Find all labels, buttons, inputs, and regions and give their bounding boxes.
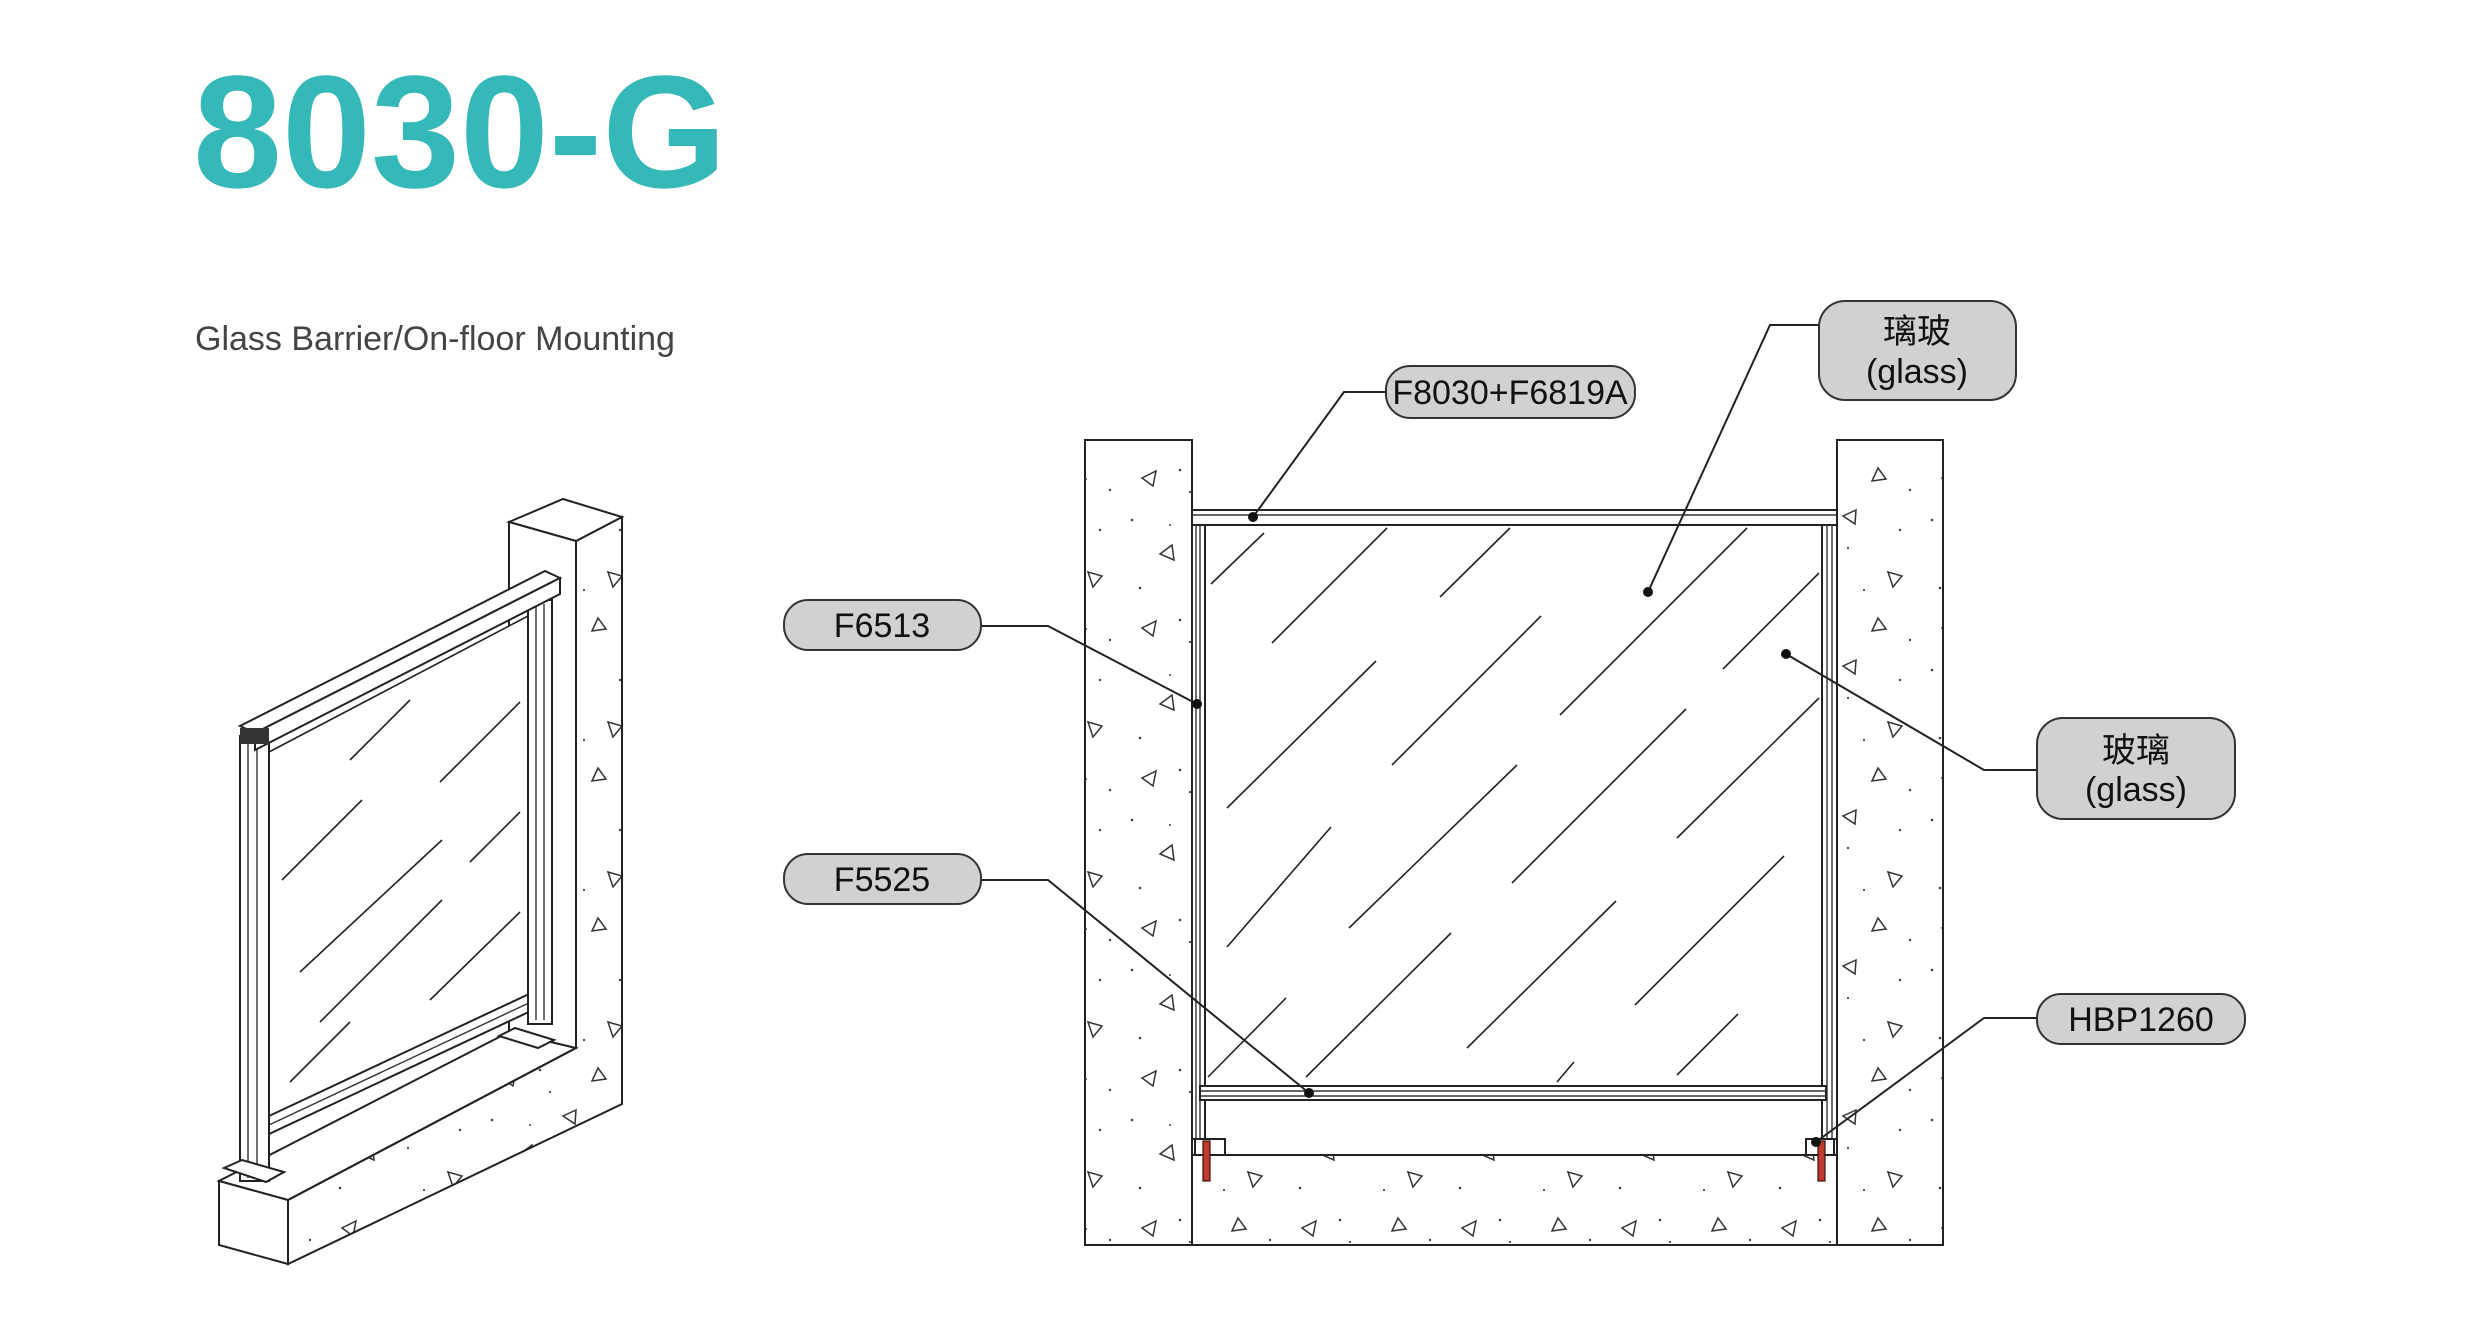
elevation-view: [1084, 439, 1944, 1246]
label-bracket: HBP1260: [2068, 1001, 2214, 1039]
leader-dot: [1192, 699, 1202, 709]
label-glass-right-line2: (glass): [2085, 771, 2187, 809]
leader-dot: [1248, 512, 1258, 522]
product-title: 8030-G: [193, 42, 727, 221]
label-glass-right-line1: 玻璃: [2102, 732, 2170, 770]
concrete-floor: [1191, 1154, 1838, 1246]
leader-line: [1252, 391, 1386, 518]
top-rail: [1191, 509, 1838, 526]
right-post-iso: [527, 599, 553, 1025]
callout-bottom-rail: F5525: [783, 853, 1314, 1098]
label-pill: [783, 599, 982, 651]
leader-dot: [1643, 587, 1653, 597]
left-post-iso: [239, 735, 270, 1182]
label-glass-top-line1: 璃玻: [1883, 313, 1951, 351]
leader-dot: [1811, 1137, 1821, 1147]
callout-glass-right: 玻璃 (glass): [1781, 649, 2236, 820]
leader-line: [981, 879, 1310, 1094]
label-bottom-rail: F5525: [834, 861, 930, 899]
label-glass-top-line2: (glass): [1866, 353, 1968, 391]
label-pill: [2036, 993, 2246, 1045]
left-post: [1191, 524, 1206, 1140]
left-base-block: [221, 1158, 287, 1184]
callout-top-rail: F8030+F6819A: [1248, 365, 1636, 522]
isometric-view: [216, 497, 625, 1266]
product-subtitle: Glass Barrier/On-floor Mounting: [195, 320, 675, 358]
label-post: F6513: [834, 607, 930, 645]
left-anchor-bolt: [1202, 1140, 1211, 1182]
bottom-rail-iso-line: [268, 993, 549, 1126]
leader-line: [981, 625, 1198, 705]
leader-line: [1815, 1017, 2037, 1143]
right-anchor-bolt: [1817, 1140, 1826, 1182]
glass-panel-elevation: [1204, 524, 1823, 1089]
leader-dot: [1781, 649, 1791, 659]
callout-post: F6513: [783, 599, 1202, 709]
leader-line: [1785, 653, 2037, 771]
label-top-rail: F8030+F6819A: [1392, 374, 1628, 412]
glass-reflection-lines: [1207, 527, 1820, 1083]
top-rail-end-cap: [240, 728, 269, 744]
top-rail-iso-front: [254, 576, 561, 752]
left-concrete-pillar: [1084, 439, 1193, 1246]
label-pill: [1385, 365, 1636, 419]
callout-bracket: HBP1260: [1811, 993, 2246, 1147]
callout-glass-top: 璃玻 (glass): [1643, 300, 2017, 597]
right-post: [1821, 524, 1838, 1140]
label-pill: [783, 853, 982, 905]
right-base-block: [496, 1026, 557, 1050]
bottom-rail: [1199, 1085, 1827, 1101]
label-pill: [2036, 717, 2236, 820]
label-pill: [1818, 300, 2017, 401]
right-concrete-pillar: [1836, 439, 1944, 1246]
leader-dot: [1304, 1088, 1314, 1098]
leader-line: [1647, 324, 1819, 593]
glass-reflection-lines: [281, 699, 521, 1083]
